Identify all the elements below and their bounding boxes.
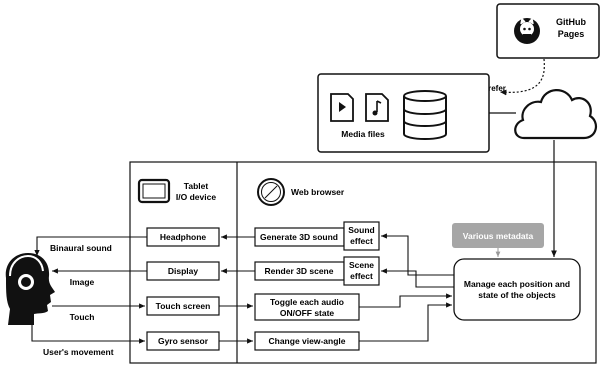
user-head-headphone-icon [5, 253, 55, 325]
device-gyro-sensor: Gyro sensor [146, 331, 220, 351]
effect-scene-line2: effect [350, 271, 373, 281]
touch-label: Touch [70, 312, 95, 322]
process-change-view-label: Change view-angle [269, 336, 346, 346]
process-toggle-line2: ON/OFF state [280, 308, 335, 318]
various-metadata-label: Various metadata [463, 231, 534, 241]
device-touch-screen-label: Touch screen [156, 301, 211, 311]
web-browser-label: Web browser [291, 187, 345, 197]
cloud-icon [514, 89, 598, 140]
process-render-scene-label: Render 3D scene [265, 266, 334, 276]
process-generate-sound: Generate 3D sound [254, 227, 345, 247]
media-files-label: Media files [341, 129, 385, 139]
binaural-sound-arrow [34, 236, 147, 256]
manager-to-scene-arrow [381, 268, 454, 288]
tablet-label-line1: Tablet [184, 181, 209, 191]
manager-label-line2: state of the objects [478, 290, 556, 300]
manager-box: Manage each position and state of the ob… [453, 258, 581, 321]
effect-scene-line1: Scene [349, 260, 374, 270]
device-touch-screen: Touch screen [146, 296, 220, 316]
tablet-icon [137, 178, 171, 204]
view-to-manager-arrow [359, 302, 452, 342]
github-label-line2: Pages [558, 29, 585, 39]
media-files-box: Media files [317, 73, 490, 153]
refer-arrow [499, 58, 545, 96]
process-change-view: Change view-angle [254, 331, 360, 351]
movement-label: User's movement [43, 347, 114, 357]
effect-sound-line2: effect [350, 236, 373, 246]
manager-to-sound-arrow [381, 233, 454, 276]
binaural-sound-label: Binaural sound [50, 243, 112, 253]
device-display-label: Display [168, 266, 199, 276]
process-toggle-audio: Toggle each audio ON/OFF state [254, 293, 360, 321]
device-headphone-label: Headphone [160, 232, 207, 242]
process-render-scene: Render 3D scene [254, 261, 345, 281]
process-generate-sound-label: Generate 3D sound [260, 232, 338, 242]
device-headphone: Headphone [146, 227, 220, 247]
manager-label-line1: Manage each position and [464, 279, 570, 289]
process-toggle-line1: Toggle each audio [270, 297, 344, 307]
tablet-label-line2: I/O device [176, 192, 216, 202]
database-icon [403, 90, 447, 140]
github-octocat-icon [514, 17, 540, 44]
music-file-icon [365, 93, 389, 122]
image-label: Image [70, 277, 95, 287]
refer-label: refer [488, 84, 506, 93]
movement-arrow [31, 325, 145, 344]
effect-sound-line1: Sound [348, 225, 374, 235]
github-pages-box: GitHub Pages [496, 3, 600, 59]
effect-scene: Scene effect [343, 256, 380, 286]
various-metadata-box: Various metadata [452, 223, 544, 248]
compass-browser-icon [257, 178, 285, 206]
effect-sound: Sound effect [343, 221, 380, 251]
play-file-icon [330, 93, 354, 122]
toggle-to-manager-arrow [359, 293, 452, 308]
device-gyro-sensor-label: Gyro sensor [158, 336, 209, 346]
github-label-line1: GitHub [556, 17, 586, 27]
device-display: Display [146, 261, 220, 281]
